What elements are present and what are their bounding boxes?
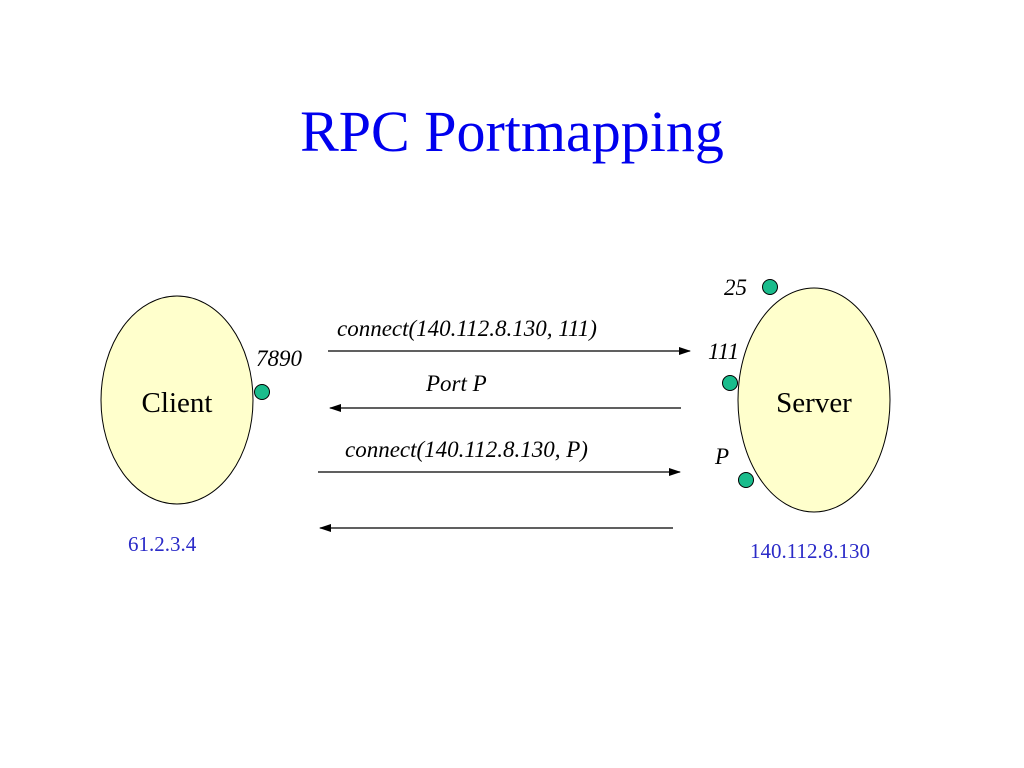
message-1-label: connect(140.112.8.130, 111) — [337, 316, 597, 341]
client-host — [100, 295, 254, 505]
server-port-111-dot — [722, 375, 738, 391]
server-port-111-label: 111 — [708, 339, 739, 364]
client-port-label: 7890 — [256, 346, 303, 371]
server-port-p-label: P — [714, 444, 729, 469]
client-port-dot — [254, 384, 270, 400]
server-label: Server — [776, 387, 852, 419]
server-address: 140.112.8.130 — [750, 539, 870, 563]
server-port-25-dot — [762, 279, 778, 295]
message-2-label: Port P — [425, 371, 487, 396]
message-3-label: connect(140.112.8.130, P) — [345, 437, 588, 462]
server-host — [737, 287, 891, 513]
client-label: Client — [142, 387, 213, 419]
server-port-25-label: 25 — [724, 275, 747, 300]
slide-title: RPC Portmapping — [300, 99, 724, 164]
client-address: 61.2.3.4 — [128, 532, 197, 556]
server-port-p-dot — [738, 472, 754, 488]
